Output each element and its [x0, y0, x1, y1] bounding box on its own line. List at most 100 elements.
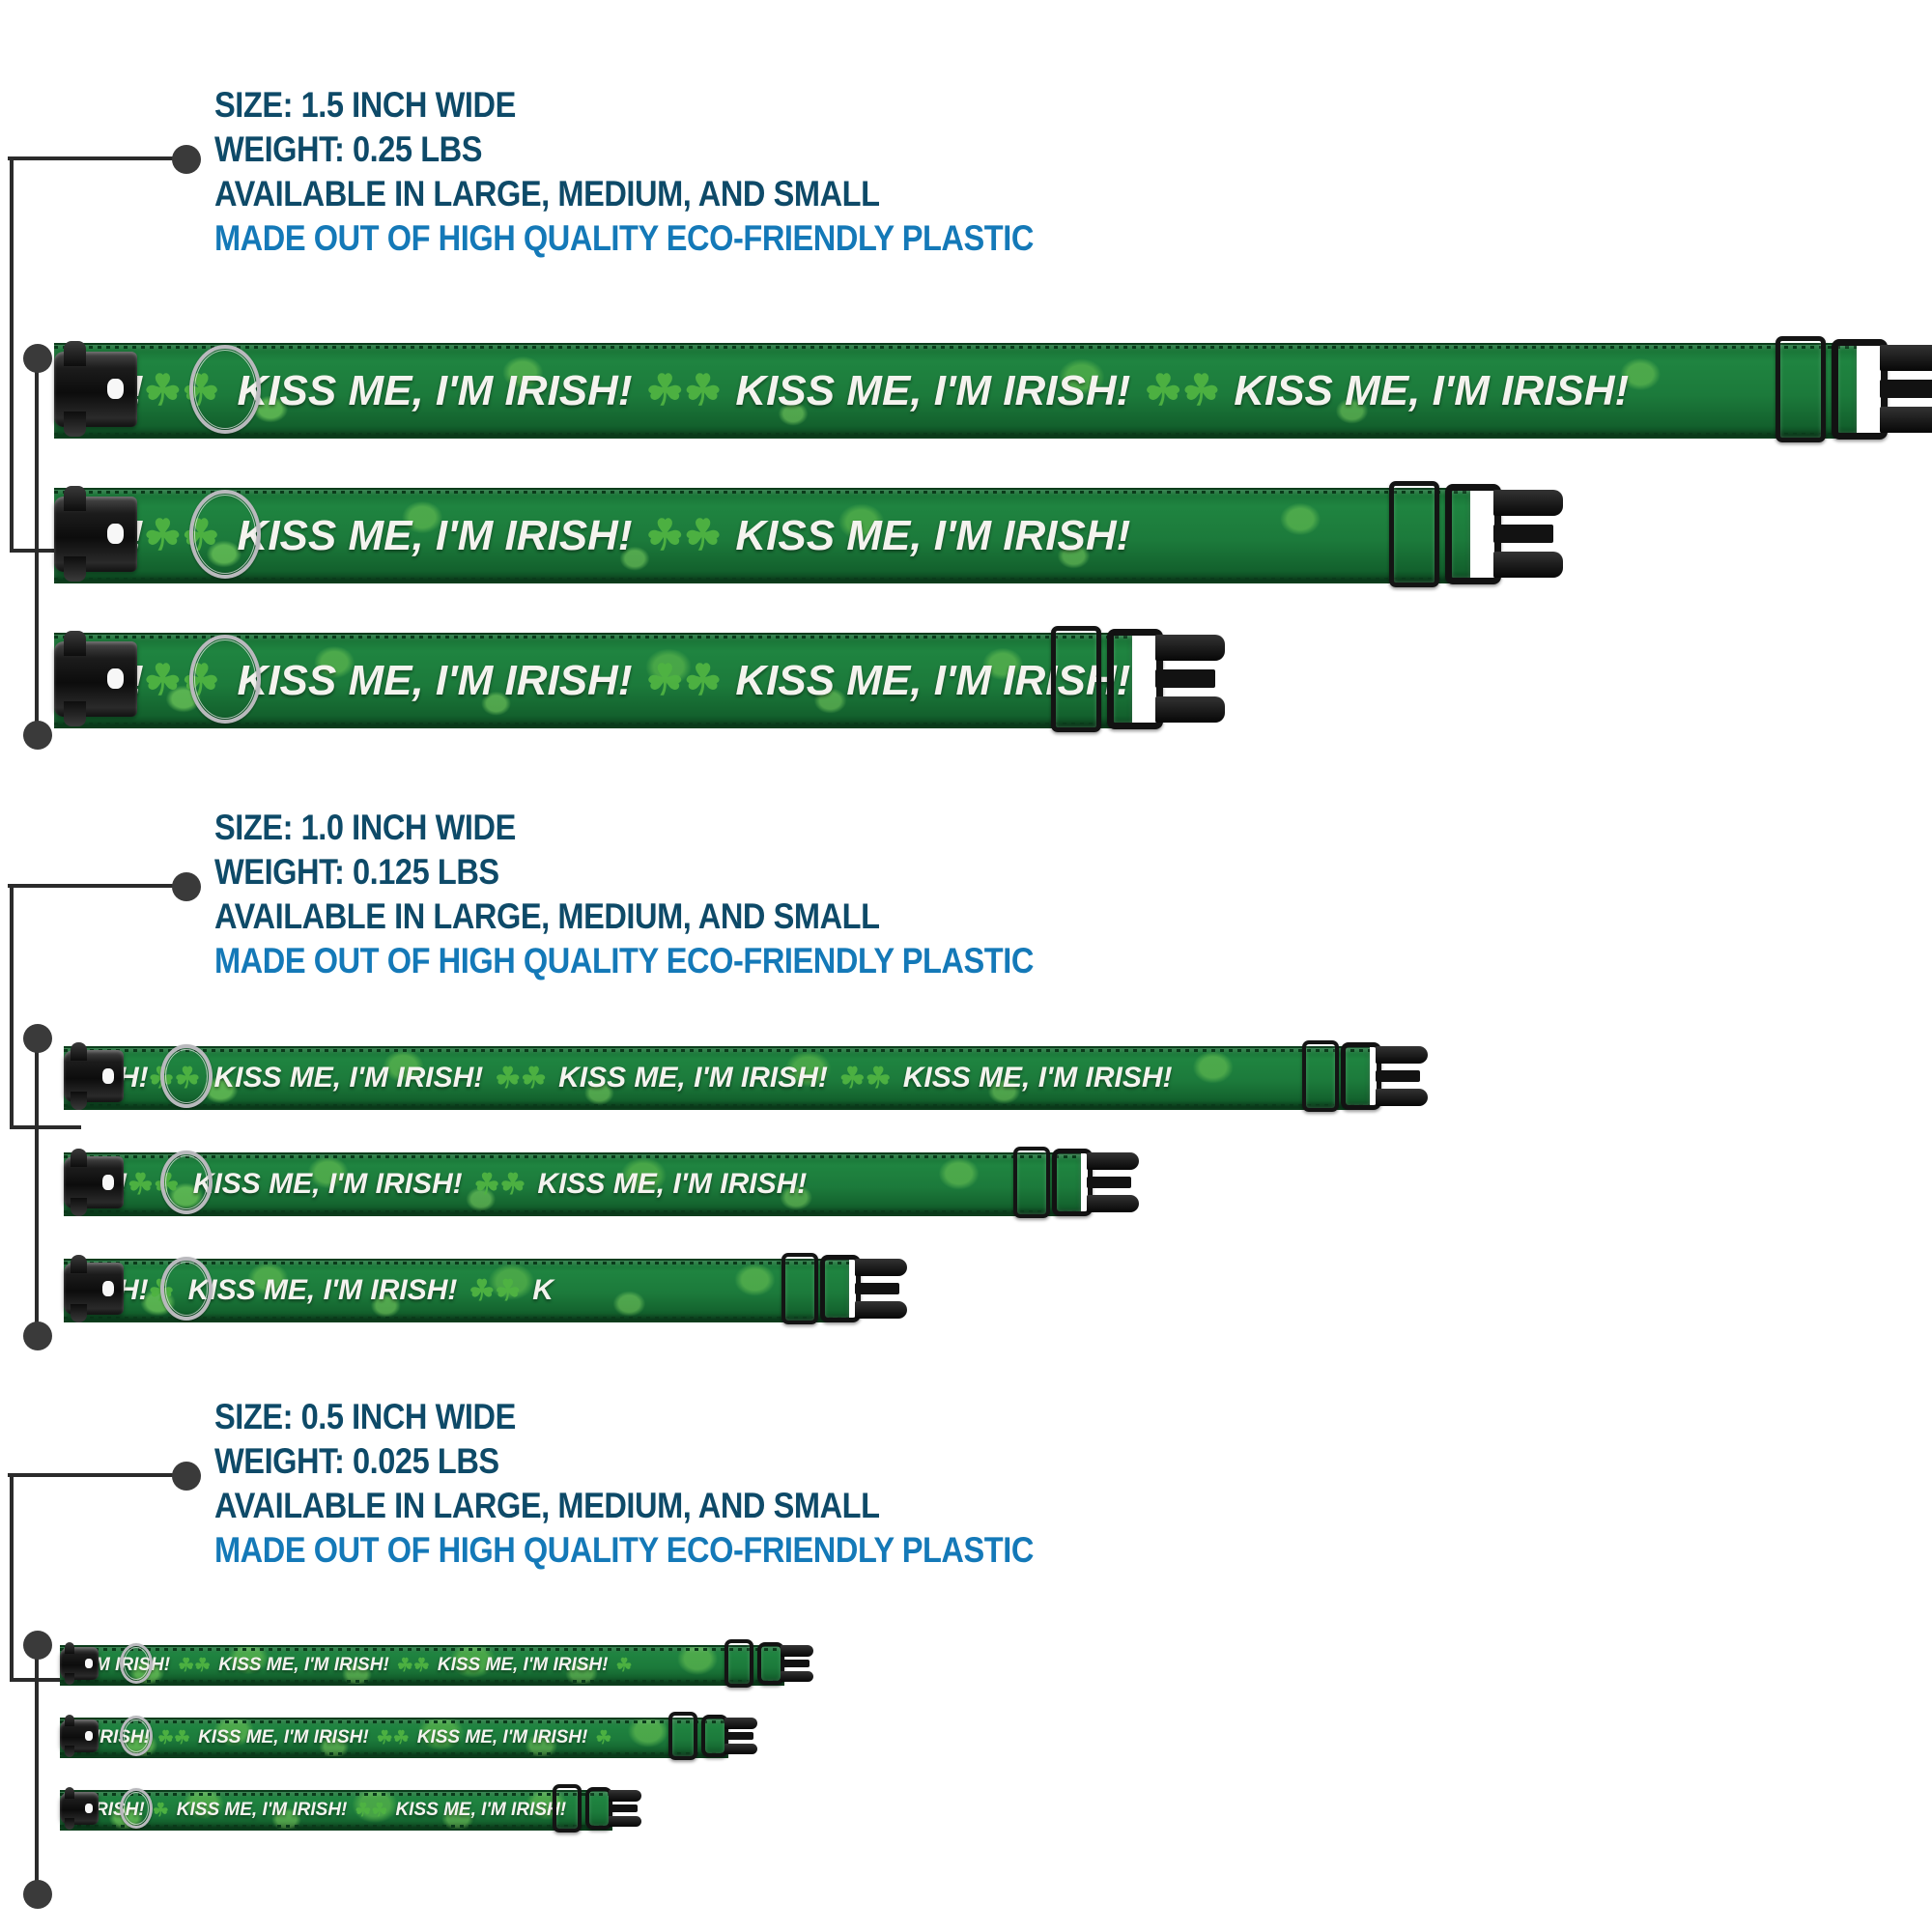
spec-size-line: SIZE: 1.5 INCH WIDE — [214, 85, 516, 125]
spec-material-line: MADE OUT OF HIGH QUALITY ECO-FRIENDLY PL… — [214, 941, 1034, 980]
buckle-notch — [84, 1731, 93, 1741]
male-buckle-end[interactable] — [585, 1787, 643, 1830]
d-ring[interactable] — [120, 1643, 153, 1684]
collar-medium-1[interactable]: ! ☘☘ KISS ME, I'M IRISH! ☘☘ KISS ME, I'M… — [54, 480, 1563, 587]
d-ring[interactable] — [160, 1257, 213, 1321]
side-release-buckle[interactable] — [64, 1255, 124, 1322]
leader-dot-label — [172, 1462, 201, 1491]
stitch-bottom — [64, 1317, 849, 1320]
male-buckle-end[interactable] — [1052, 1149, 1141, 1216]
d-ring[interactable] — [189, 489, 261, 579]
stitch-top — [60, 1720, 728, 1723]
d-ring[interactable] — [160, 1151, 213, 1214]
webbing-text: H! ☘☘ KISS ME, I'M IRISH! ☘☘ KISS ME, I'… — [64, 1048, 1370, 1108]
collar-large-1[interactable]: ! ☘☘ KISS ME, I'M IRISH! ☘☘ KISS ME, I'M… — [54, 335, 1932, 442]
stitch-bottom — [60, 1752, 728, 1755]
webbing-text: ! ☘☘ KISS ME, I'M IRISH! ☘☘ KISS ME, I'M… — [54, 635, 1132, 726]
buckle-notch — [84, 1804, 93, 1813]
male-buckle-end[interactable] — [757, 1642, 815, 1685]
leader-horizontal — [8, 1473, 184, 1477]
webbing-text: ! ☘☘ KISS ME, I'M IRISH! ☘☘ KISS ME, I'M… — [64, 1154, 1081, 1214]
shamrock-glyph: ☘☘ — [376, 1727, 410, 1748]
collar-large-2[interactable]: H! ☘☘ KISS ME, I'M IRISH! ☘☘ KISS ME, I'… — [64, 1040, 1428, 1112]
stitch-top — [64, 1262, 849, 1264]
side-release-buckle[interactable] — [54, 630, 137, 727]
shamrock-glyph: ☘☘ — [645, 367, 723, 414]
webbing-text-frag: KISS ME, I'M IRISH! — [395, 1800, 567, 1820]
buckle-prong-middle — [609, 1804, 638, 1812]
male-buckle-end[interactable] — [1107, 628, 1229, 729]
tri-glide-slider[interactable] — [668, 1712, 697, 1760]
stitch-top — [54, 636, 1132, 639]
d-ring[interactable] — [189, 344, 261, 434]
webbing-text-frag: KISS ME, I'M IRISH! — [237, 511, 633, 559]
webbing-text-frag: K — [532, 1274, 554, 1306]
webbing-text: ! ☘☘ KISS ME, I'M IRISH! ☘☘ KISS ME, I'M… — [54, 345, 1857, 437]
buckle-notch — [101, 1068, 115, 1084]
male-buckle-end[interactable] — [701, 1715, 759, 1757]
tri-glide-slider[interactable] — [553, 1784, 582, 1833]
buckle-prong-middle — [855, 1282, 899, 1295]
collar-large-3[interactable]: M IRISH! ☘☘ KISS ME, I'M IRISH! ☘☘ KISS … — [60, 1639, 813, 1688]
leader-dot-top-collar — [23, 1631, 52, 1660]
collar-medium-2[interactable]: ! ☘☘ KISS ME, I'M IRISH! ☘☘ KISS ME, I'M… — [64, 1147, 1139, 1218]
leader-vertical-inner — [35, 1642, 39, 1893]
stitch-bottom — [54, 578, 1470, 581]
leader-dot-top-collar — [23, 344, 52, 373]
male-buckle-end[interactable] — [820, 1255, 909, 1322]
tri-glide-slider[interactable] — [1776, 335, 1826, 442]
collar-small-2[interactable]: H! ☘ KISS ME, I'M IRISH! ☘☘ K — [64, 1253, 907, 1324]
shamrock-glyph: ☘☘ — [157, 1727, 191, 1748]
shamrock-glyph: ☘☘ — [495, 1062, 548, 1094]
buckle-prong-bottom — [1155, 696, 1225, 724]
collar-small-3[interactable]: RISH! ☘ KISS ME, I'M IRISH! ☘☘ KISS ME, … — [60, 1784, 641, 1833]
tri-glide-slider[interactable] — [781, 1253, 818, 1324]
leader-horizontal-bottom — [10, 549, 81, 553]
spec-availability-line: AVAILABLE IN LARGE, MEDIUM, AND SMALL — [214, 1486, 880, 1525]
collar-medium-3[interactable]: IRISH! ☘☘ KISS ME, I'M IRISH! ☘☘ KISS ME… — [60, 1712, 757, 1760]
webbing-text-frag: KISS ME, I'M IRISH! — [416, 1727, 588, 1747]
male-buckle-end[interactable] — [1832, 338, 1932, 440]
spec-size-line: SIZE: 0.5 INCH WIDE — [214, 1397, 516, 1436]
collar-webbing: ! ☘☘ KISS ME, I'M IRISH! ☘☘ KISS ME, I'M… — [54, 343, 1857, 439]
male-buckle-end[interactable] — [1445, 483, 1567, 584]
buckle-notch — [101, 1175, 115, 1190]
side-release-buckle[interactable] — [54, 340, 137, 438]
stitch-top — [64, 1049, 1370, 1052]
webbing-text-frag: KISS ME, I'M IRISH! — [735, 366, 1131, 414]
buckle-prong-top — [1493, 489, 1563, 516]
leader-dot-top-collar — [23, 1024, 52, 1053]
side-release-buckle[interactable] — [60, 1787, 99, 1830]
buckle-prong-middle — [1493, 525, 1553, 543]
side-release-buckle[interactable] — [64, 1042, 124, 1110]
d-ring[interactable] — [189, 634, 261, 724]
collar-webbing: ! ☘☘ KISS ME, I'M IRISH! ☘☘ KISS ME, I'M… — [54, 488, 1470, 583]
d-ring[interactable] — [160, 1044, 213, 1108]
side-release-buckle[interactable] — [64, 1149, 124, 1216]
buckle-prong-middle — [724, 1732, 753, 1740]
d-ring[interactable] — [120, 1716, 153, 1756]
tri-glide-slider[interactable] — [1389, 480, 1439, 587]
leader-horizontal-bottom — [10, 1125, 81, 1129]
side-release-buckle[interactable] — [54, 485, 137, 582]
male-buckle-end[interactable] — [1341, 1042, 1430, 1110]
d-ring[interactable] — [120, 1788, 153, 1829]
spec-weight-line: WEIGHT: 0.125 LBS — [214, 852, 499, 892]
buckle-prong-bottom — [609, 1815, 641, 1828]
buckle-notch — [107, 378, 125, 400]
side-release-buckle[interactable] — [60, 1642, 99, 1685]
buckle-notch — [84, 1659, 93, 1668]
buckle-prong-top — [1376, 1046, 1428, 1065]
webbing-text: IRISH! ☘☘ KISS ME, I'M IRISH! ☘☘ KISS ME… — [60, 1719, 728, 1756]
stitch-top — [64, 1155, 1081, 1158]
webbing-text-frag: KISS ME, I'M IRISH! — [218, 1655, 389, 1675]
tri-glide-slider[interactable] — [1302, 1040, 1339, 1112]
tri-glide-slider[interactable] — [1013, 1147, 1050, 1218]
buckle-prong-bottom — [724, 1743, 757, 1755]
buckle-prong-middle — [1155, 669, 1215, 688]
collar-small-1[interactable]: ! ☘☘ KISS ME, I'M IRISH! ☘☘ KISS ME, I'M… — [54, 625, 1225, 732]
tri-glide-slider[interactable] — [1051, 625, 1101, 732]
tri-glide-slider[interactable] — [724, 1639, 753, 1688]
side-release-buckle[interactable] — [60, 1715, 99, 1757]
stitch-bottom — [64, 1210, 1081, 1213]
